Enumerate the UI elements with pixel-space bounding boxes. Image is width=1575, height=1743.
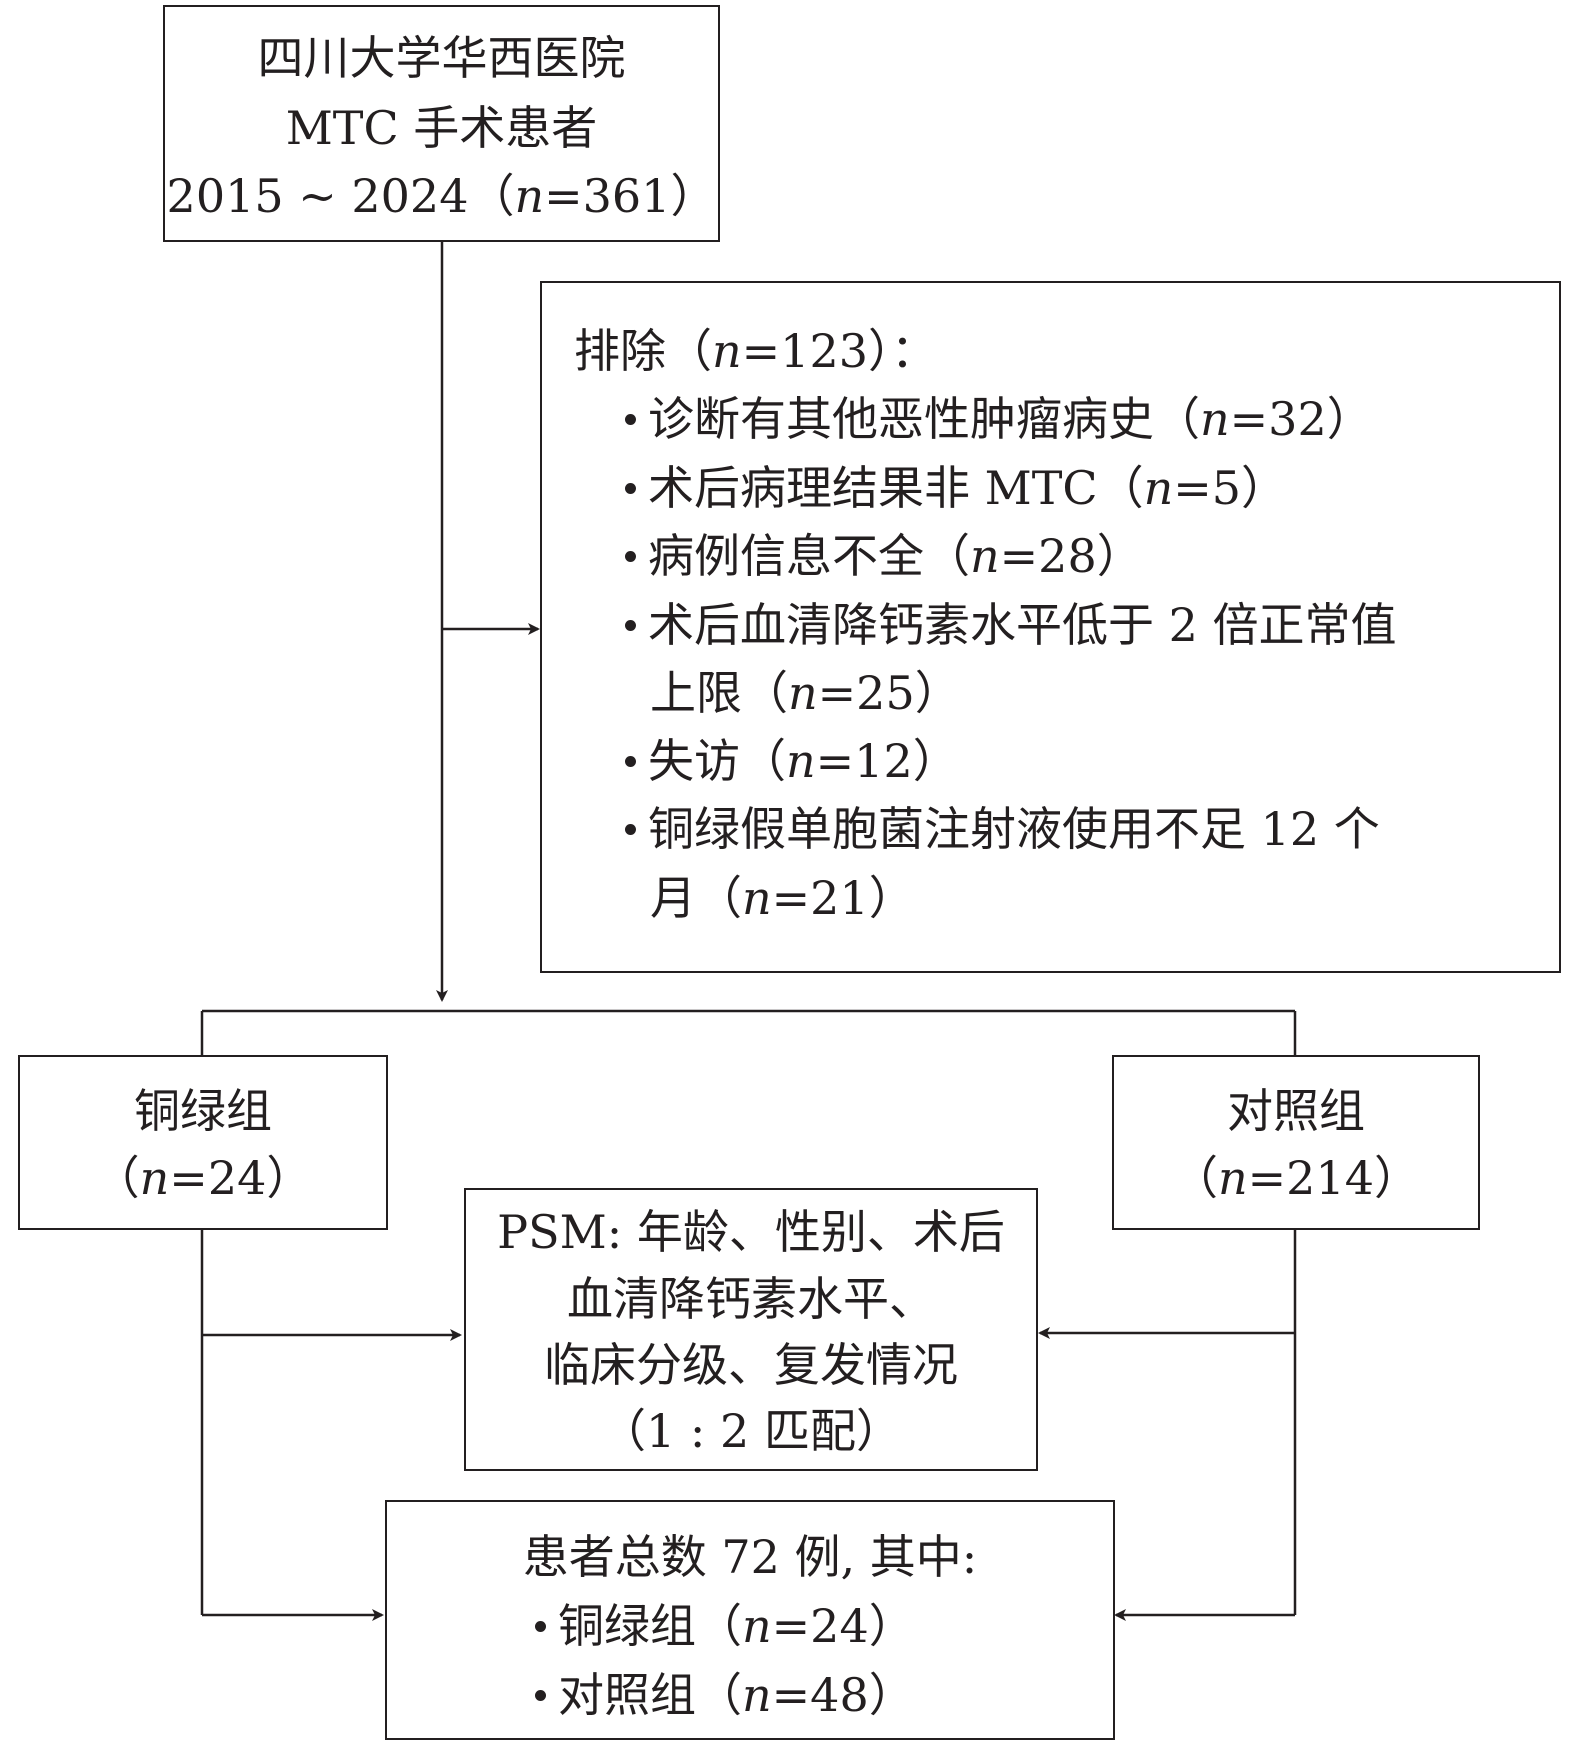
group-left-name: 铜绿组 xyxy=(134,1084,272,1138)
exclusion-title: 排除（n=123）： xyxy=(574,324,937,378)
source-line-1: 四川大学华西医院 xyxy=(257,31,626,85)
group-right-count: （n=214） xyxy=(1172,1151,1420,1205)
bullet-icon xyxy=(625,550,636,562)
source-line-2: MTC 手术患者 xyxy=(285,101,598,155)
exclusion-item: 失访（n=12） xyxy=(625,738,959,784)
exclusion-item-continuation: 上限（n=25） xyxy=(650,666,961,720)
exclusion-item: 诊断有其他恶性肿瘤病史（n=32） xyxy=(625,396,1373,442)
bullet-icon xyxy=(625,619,636,631)
group-left-box: 铜绿组 （n=24） xyxy=(18,1055,388,1230)
psm-line-2: 血清降钙素水平、 xyxy=(567,1272,935,1326)
psm-box: PSM: 年龄、性别、术后 血清降钙素水平、 临床分级、复发情况 （1 : 2 … xyxy=(464,1188,1038,1471)
psm-line-4: （1 : 2 匹配） xyxy=(600,1404,902,1458)
bullet-icon xyxy=(625,823,636,835)
total-line-1: 患者总数 72 例, 其中: xyxy=(522,1530,978,1584)
bullet-icon xyxy=(625,413,636,425)
total-box: 患者总数 72 例, 其中: 铜绿组（n=24） 对照组（n=48） xyxy=(385,1500,1115,1740)
psm-line-3: 临床分级、复发情况 xyxy=(544,1338,958,1392)
source-line-3: 2015 ~ 2024（n=361） xyxy=(166,169,717,223)
exclusion-item: 铜绿假单胞菌注射液使用不足 12 个 xyxy=(625,806,1380,852)
bullet-icon xyxy=(535,1689,546,1701)
total-item: 对照组（n=48） xyxy=(535,1672,915,1718)
psm-line-1: PSM: 年龄、性别、术后 xyxy=(497,1205,1005,1259)
group-right-box: 对照组 （n=214） xyxy=(1112,1055,1480,1230)
group-right-name: 对照组 xyxy=(1227,1084,1365,1138)
bullet-icon xyxy=(625,482,636,494)
bullet-icon xyxy=(625,755,636,767)
exclusion-item: 术后血清降钙素水平低于 2 倍正常值 xyxy=(625,602,1397,648)
exclusion-item-continuation: 月（n=21） xyxy=(650,871,915,925)
exclusion-item: 病例信息不全（n=28） xyxy=(625,533,1143,579)
exclusion-box: 排除（n=123）： 诊断有其他恶性肿瘤病史（n=32） 术后病理结果非 MTC… xyxy=(540,281,1561,973)
total-item: 铜绿组（n=24） xyxy=(535,1603,915,1649)
group-left-count: （n=24） xyxy=(93,1151,313,1205)
source-box: 四川大学华西医院 MTC 手术患者 2015 ~ 2024（n=361） xyxy=(163,5,720,242)
bullet-icon xyxy=(535,1620,546,1632)
exclusion-item: 术后病理结果非 MTC（n=5） xyxy=(625,465,1287,511)
